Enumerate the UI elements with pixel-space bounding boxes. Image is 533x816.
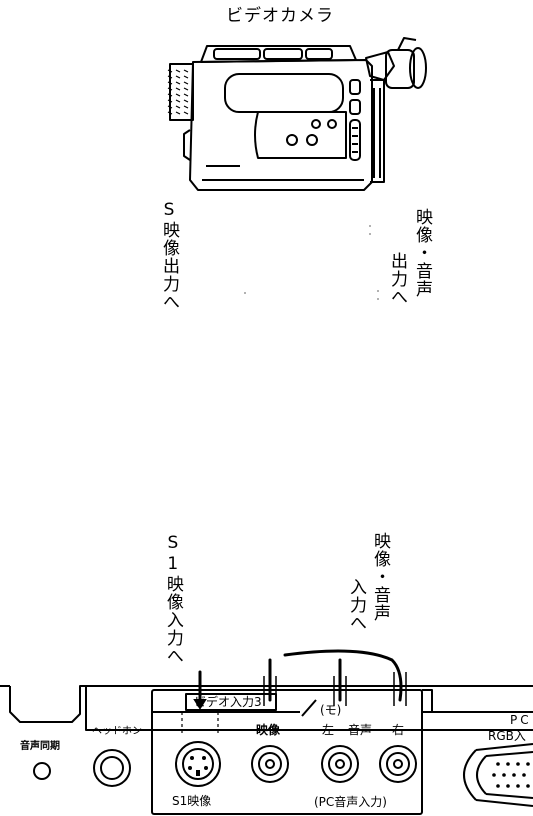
av-out-label-line1: 映像・音声 (412, 208, 432, 298)
mono-label: (モ) (320, 703, 342, 717)
pc-label: PC (510, 713, 532, 727)
rgb-label: RGB入 (488, 729, 526, 743)
s-video-out-label: S映像出力へ (159, 200, 179, 311)
headphone-label: ヘッドホン (92, 726, 142, 737)
video-label: 映像 (256, 723, 281, 737)
av-in-label-line1: 映像・音声 (370, 532, 390, 622)
audio-label: 音声 (348, 723, 373, 737)
s1-video-in-label: S1映像入力へ (162, 533, 183, 665)
audio-right-label: 右 (392, 723, 405, 737)
av-in-label-line2: 入力へ (346, 578, 366, 632)
s1-video-label: S1映像 (172, 794, 212, 808)
pc-audio-input-label: (PC音声入力) (314, 795, 387, 809)
camera-title: ビデオカメラ (226, 6, 334, 26)
video-input3-label: ビデオ入力3 (194, 695, 262, 709)
av-out-label-line2: 出力へ (387, 252, 407, 306)
audio-left-label: 左 (322, 723, 335, 737)
headphone-sync-label: 音声同期 (20, 741, 60, 752)
